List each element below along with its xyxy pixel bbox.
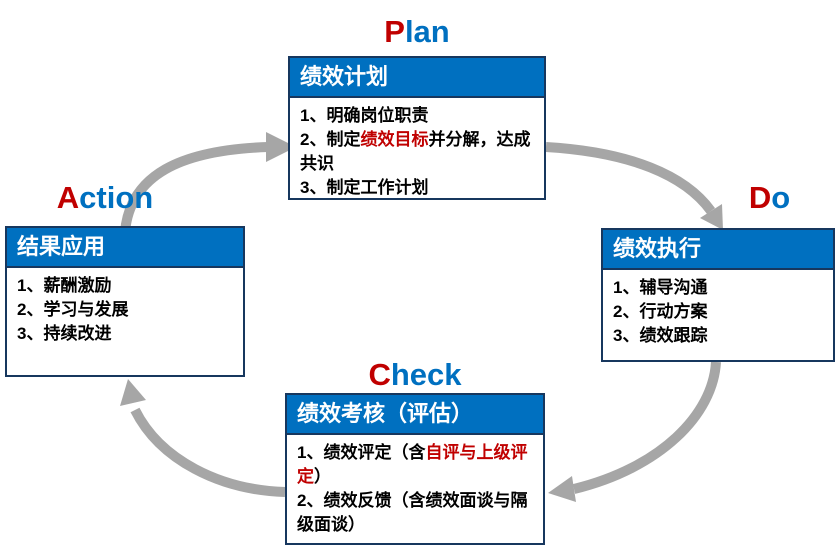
do-box: 绩效执行 1、辅导沟通 2、行动方案 3、绩效跟踪 — [601, 228, 835, 362]
check-item-1-highlight: 自评与上级评定 — [297, 443, 528, 486]
stage-title-do-rest: o — [771, 180, 791, 215]
stage-title-do-first-letter: D — [748, 180, 772, 215]
plan-item-2: 2、制定绩效目标并分解，达成共识 — [300, 128, 536, 176]
plan-item-1: 1、明确岗位职责 — [300, 106, 429, 125]
action-item-3: 3、持续改进 — [17, 324, 112, 343]
plan-item-2-highlight: 绩效目标 — [360, 130, 429, 149]
stage-title-action: Action — [5, 182, 205, 213]
plan-item-2-pre: 2、制定 — [300, 130, 361, 149]
check-box: 绩效考核（评估） 1、绩效评定（含自评与上级评定） 2、绩效反馈（含绩效面谈与隔… — [285, 393, 545, 545]
check-item-2: 2、绩效反馈（含绩效面谈与隔级面谈） — [297, 491, 528, 534]
stage-title-do: Do — [700, 182, 839, 213]
action-box-header: 结果应用 — [7, 228, 243, 268]
action-item-2: 2、学习与发展 — [17, 300, 129, 319]
arrow-plan-to-do — [545, 142, 723, 230]
action-item-1: 1、薪酬激励 — [17, 276, 112, 295]
check-box-header: 绩效考核（评估） — [287, 395, 543, 435]
check-item-1-pre: 1、绩效评定（含 — [297, 443, 426, 462]
stage-title-check-first-letter: C — [368, 357, 391, 392]
plan-box-body: 1、明确岗位职责 2、制定绩效目标并分解，达成共识 3、制定工作计划 — [290, 98, 544, 200]
action-box: 结果应用 1、薪酬激励 2、学习与发展 3、持续改进 — [5, 226, 245, 377]
plan-item-2-post: 并分解，达成共识 — [300, 130, 531, 173]
do-item-3: 3、绩效跟踪 — [613, 326, 708, 345]
do-item-2: 2、行动方案 — [613, 302, 708, 321]
check-item-1-post: ） — [314, 467, 331, 486]
plan-box-header: 绩效计划 — [290, 58, 544, 98]
check-box-body: 1、绩效评定（含自评与上级评定） 2、绩效反馈（含绩效面谈与隔级面谈） — [287, 435, 543, 537]
arrow-action-to-plan — [120, 132, 296, 233]
check-item-1: 1、绩效评定（含自评与上级评定） — [297, 441, 535, 489]
stage-title-check: Check — [285, 359, 545, 390]
arrow-do-to-check — [548, 361, 721, 502]
plan-item-3: 3、制定工作计划 — [300, 178, 429, 197]
stage-title-action-rest: ction — [79, 180, 154, 215]
do-item-1: 1、辅导沟通 — [613, 278, 708, 297]
stage-title-plan: Plan — [288, 16, 546, 47]
do-box-body: 1、辅导沟通 2、行动方案 3、绩效跟踪 — [603, 270, 833, 348]
plan-box: 绩效计划 1、明确岗位职责 2、制定绩效目标并分解，达成共识 3、制定工作计划 — [288, 56, 546, 200]
arrow-check-to-action — [120, 379, 286, 497]
action-box-body: 1、薪酬激励 2、学习与发展 3、持续改进 — [7, 268, 243, 346]
stage-title-check-rest: heck — [390, 357, 462, 392]
stage-title-plan-rest: lan — [404, 14, 450, 49]
do-box-header: 绩效执行 — [603, 230, 833, 270]
stage-title-plan-first-letter: P — [384, 14, 405, 49]
stage-title-action-first-letter: A — [56, 180, 80, 215]
